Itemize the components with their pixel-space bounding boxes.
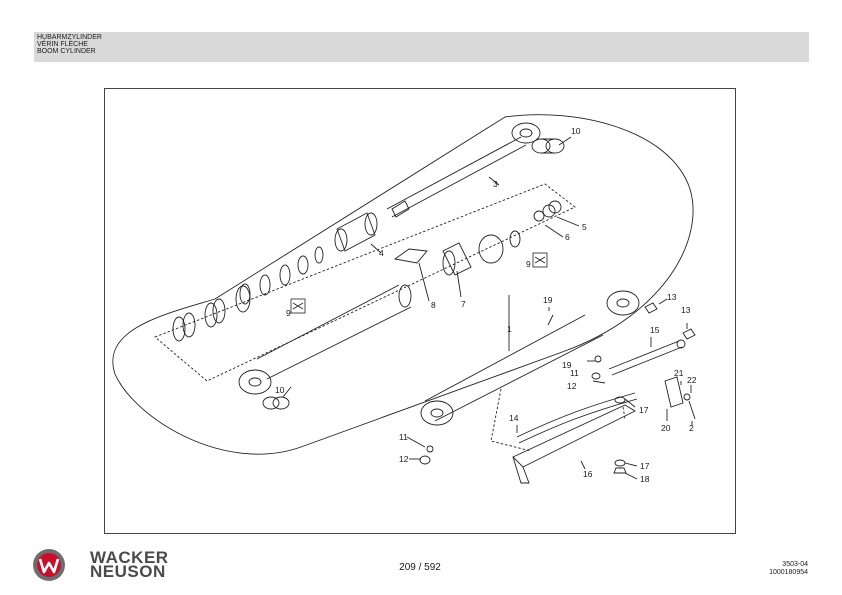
callout: 12 [399,454,409,464]
assembly-outline [112,114,694,455]
barrel-eye-left [238,369,272,395]
assembled-eye-top [606,290,640,316]
fitting-13 [644,302,658,314]
nut-18 [613,467,627,474]
pin-19 [547,314,554,326]
rod-eye [511,122,541,144]
callout: 10 [275,385,285,395]
seal-kit-icon-group [290,252,548,314]
callout: 18 [640,474,650,484]
callout: 19 [562,360,572,370]
pipe [608,340,683,376]
bushing-bottom [262,396,280,410]
callout: 9 [286,308,291,318]
callout: 17 [640,461,650,471]
callout: 10 [571,126,581,136]
callout: 16 [583,469,593,479]
callout: 13 [681,305,691,315]
bolt-2 [688,400,696,420]
callout: 12 [567,381,577,391]
grease-nipple [426,445,434,453]
title-german: HUBARMZYLINDER [37,34,102,41]
wacker-neuson-logo-icon [33,549,65,581]
callout: 14 [509,413,519,423]
part-6 [533,210,545,222]
boom-cylinder-exploded-drawing: 10 3 5 6 4 9 7 8 9 1 10 19 13 13 15 19 1… [112,114,697,484]
exploded-view-frame: 10 3 5 6 4 9 7 8 9 1 10 19 13 13 15 19 1… [104,88,736,534]
callout: 5 [582,222,587,232]
piston [336,212,376,252]
seal-kit-box [154,183,576,382]
rod-thread [391,200,410,218]
title-english: BOOM CYLINDER [37,48,96,55]
callout: 1 [507,324,512,334]
hose [516,392,636,438]
brand-neuson: NEUSON [90,562,166,581]
cap-12 [419,455,431,465]
callout: 21 [674,368,684,378]
title-french: VÉRIN FLÈCHE [37,41,88,48]
callout: 20 [661,423,671,433]
clamp-bracket [664,376,684,408]
assembled-eye-bottom [420,400,454,426]
callout: 4 [379,248,384,258]
callout: 11 [570,368,579,378]
gland-8 [393,248,428,264]
callout: 13 [667,292,677,302]
page-number: 209 / 592 [399,562,441,573]
seal-o-ring [478,234,504,264]
callout: 9 [526,259,531,269]
callout: 3 [493,179,498,189]
brand-wacker: WACKER [90,548,169,567]
guard-channel [512,404,636,468]
callout: 15 [650,325,660,335]
callout: 7 [461,299,466,309]
callout: 11 [399,432,408,442]
seal-ring [239,283,251,305]
callout: 6 [565,232,570,242]
doc-code: 3503-04 [782,561,808,568]
callout: 22 [687,375,697,385]
callout: 19 [543,295,553,305]
bushing-top [531,138,551,154]
washer-17 [614,396,626,404]
callout: 8 [431,300,436,310]
callout: 17 [639,405,649,415]
doc-id: 1000180954 [769,569,808,576]
gland-7 [442,242,472,276]
callout: 2 [689,423,694,433]
header-band: HUBARMZYLINDER VÉRIN FLÈCHE BOOM CYLINDE… [34,32,809,62]
